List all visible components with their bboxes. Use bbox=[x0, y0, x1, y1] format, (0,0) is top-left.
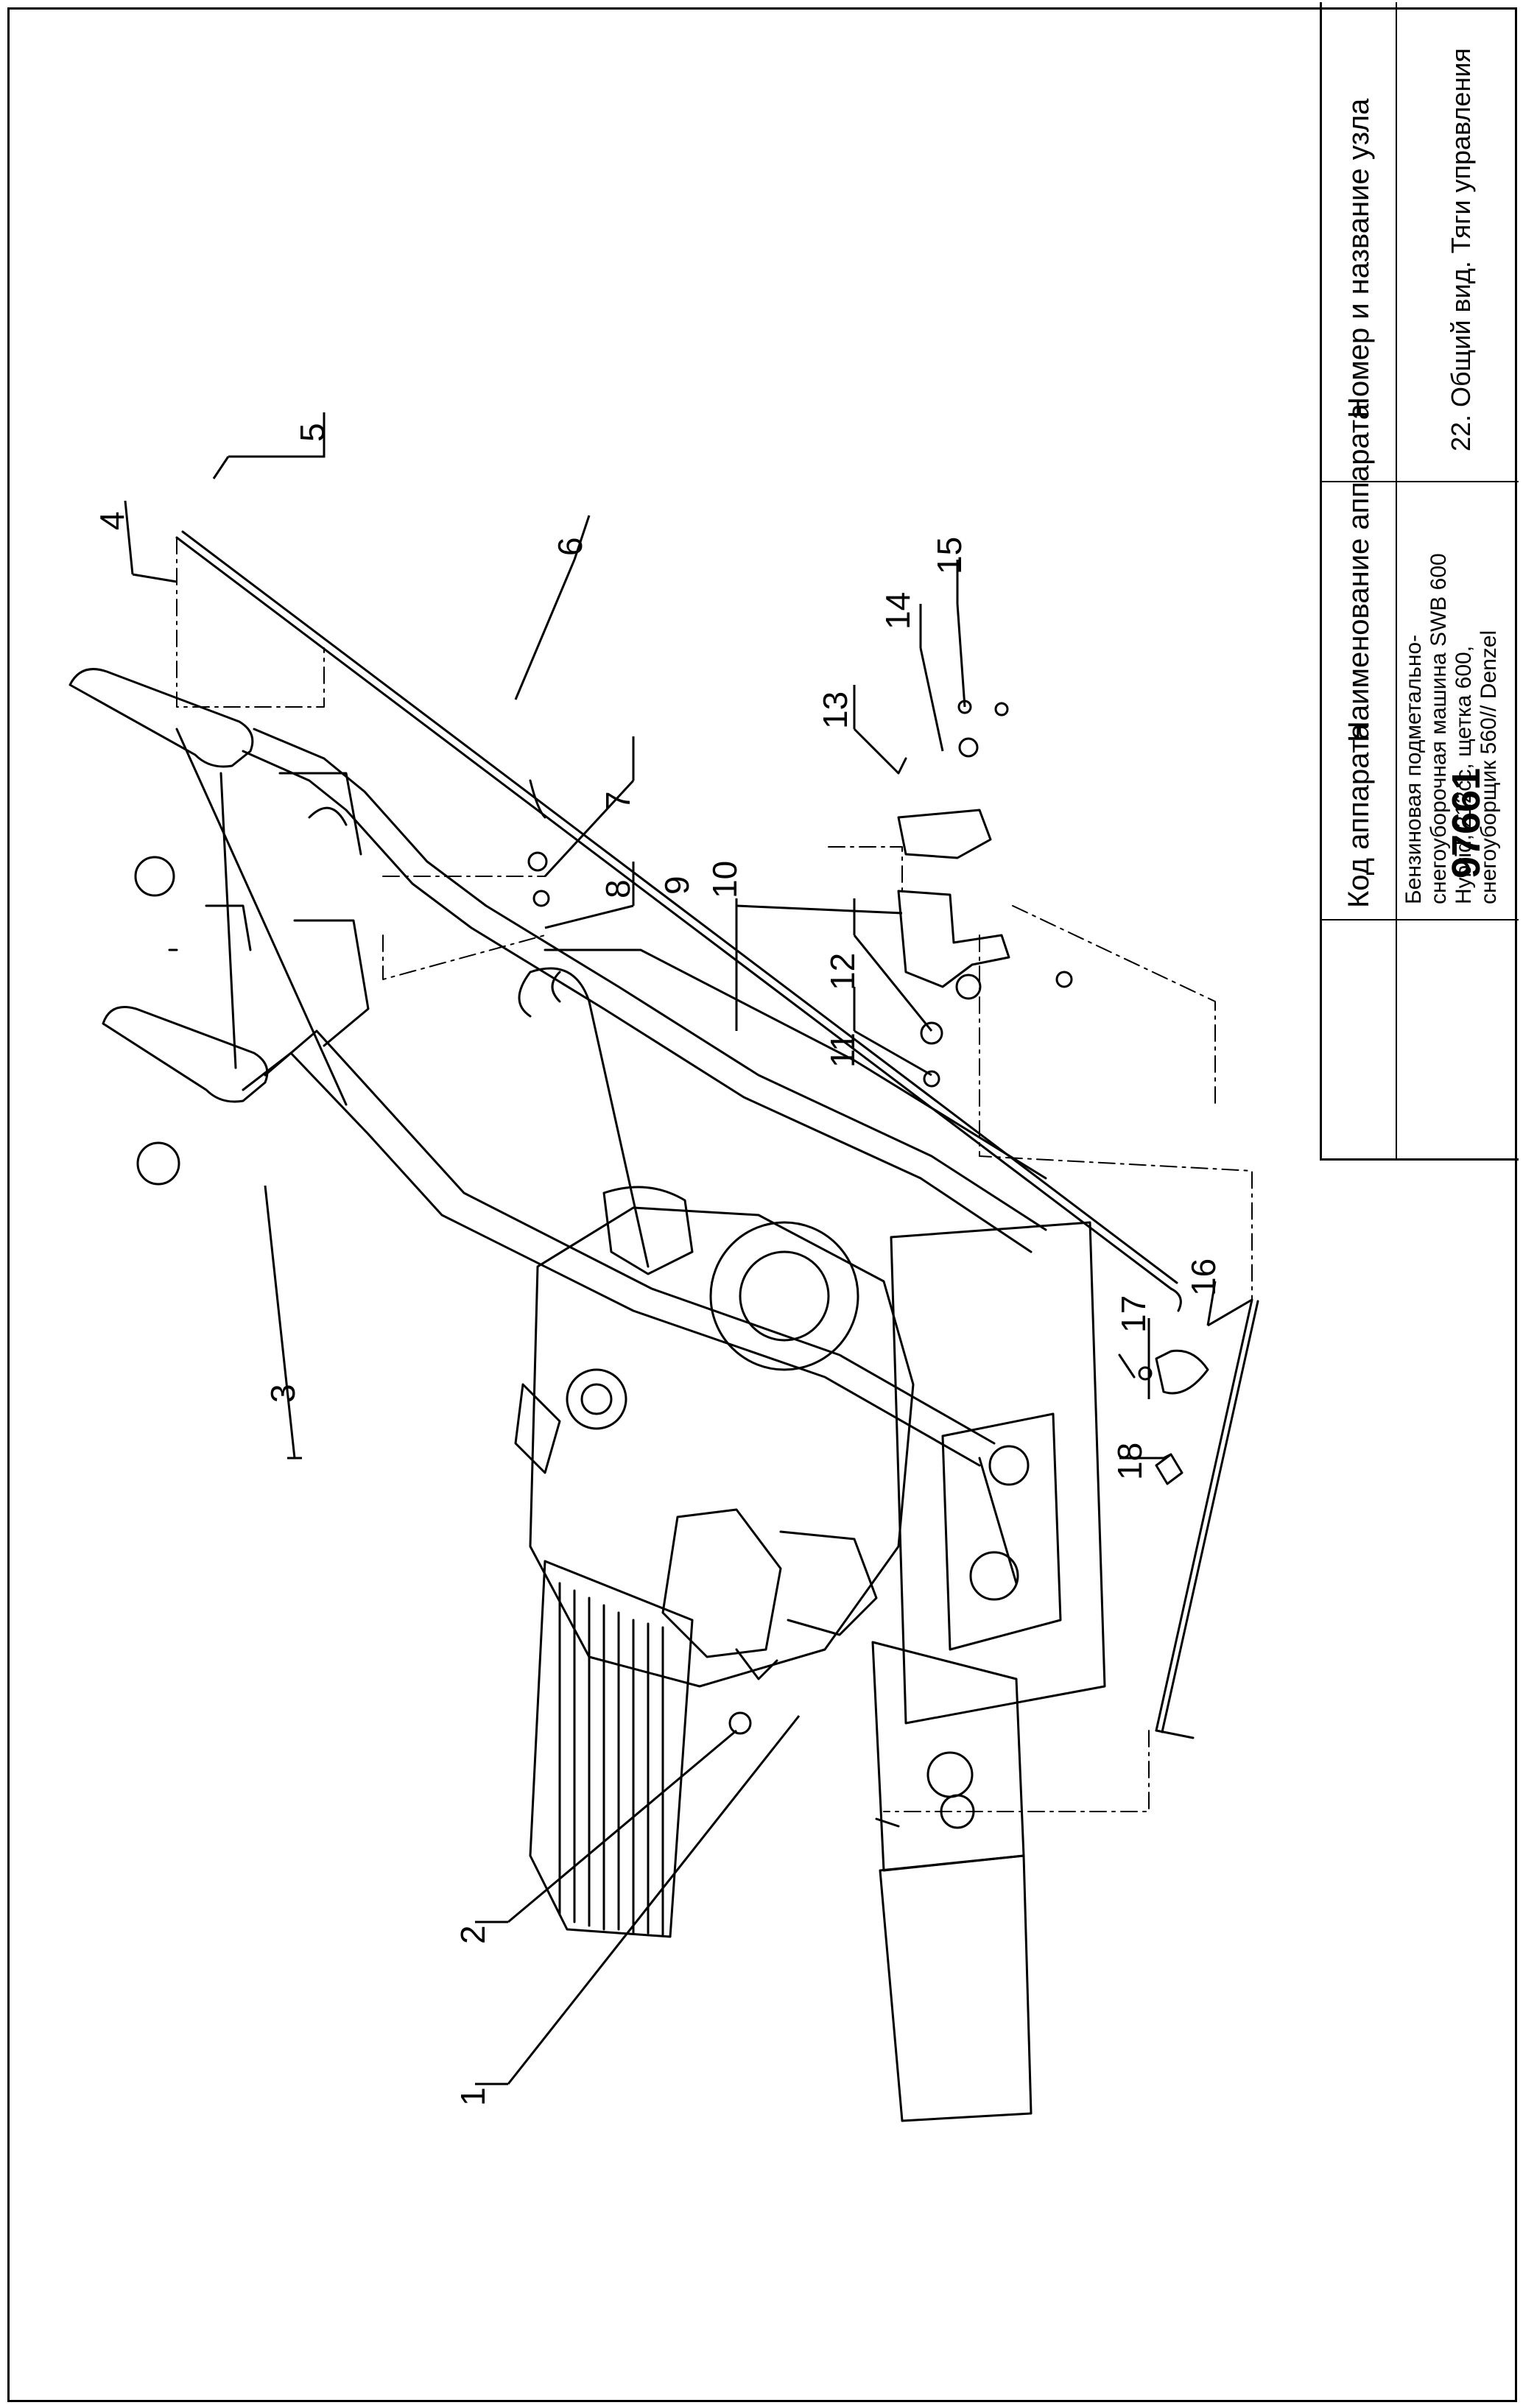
callout-5: 5 bbox=[293, 423, 331, 442]
handle-bar bbox=[68, 668, 1047, 1467]
callout-labels: 1 2 3 4 5 6 7 8 9 10 11 12 13 14 15 16 1… bbox=[93, 423, 1223, 2106]
node-name: 22. Общий вид. Тяги управления bbox=[1446, 48, 1476, 451]
callout-2: 2 bbox=[454, 1925, 492, 1944]
callout-4: 4 bbox=[93, 511, 131, 530]
callout-16: 16 bbox=[1184, 1258, 1223, 1296]
bracket-parts bbox=[168, 700, 1209, 1735]
row-separator bbox=[1322, 919, 1519, 920]
apparatus-name-line: Hybrid, 212cc, щетка 600, bbox=[1452, 645, 1476, 904]
apparatus-name-line: Бензиновая подметально- bbox=[1401, 634, 1426, 904]
callout-14: 14 bbox=[879, 592, 917, 630]
code-label: Код аппарата bbox=[1343, 723, 1375, 908]
callout-11: 11 bbox=[823, 1032, 862, 1068]
title-block-header-column bbox=[1322, 2, 1397, 1158]
drawing-frame bbox=[7, 7, 1517, 2402]
callout-8: 8 bbox=[599, 879, 637, 898]
callout-9: 9 bbox=[658, 876, 696, 895]
callout-12: 12 bbox=[823, 953, 862, 990]
apparatus-name-line: снегоуборщик 560// Denzel bbox=[1477, 630, 1501, 904]
assembly-lines bbox=[176, 537, 1253, 1812]
callout-17: 17 bbox=[1114, 1295, 1153, 1333]
callout-leaders bbox=[124, 412, 1253, 2085]
callout-15: 15 bbox=[930, 537, 968, 574]
gear-housing bbox=[871, 1221, 1106, 2122]
callout-1: 1 bbox=[454, 2087, 492, 2106]
control-rods bbox=[175, 530, 1259, 1739]
title-block: Код аппарата 97661 Наименование аппарата… bbox=[1320, 2, 1519, 1161]
callout-10: 10 bbox=[706, 861, 744, 898]
callout-18: 18 bbox=[1111, 1443, 1149, 1480]
callout-7: 7 bbox=[599, 791, 637, 810]
apparatus-name-line: снегоуборочная машина SWB 600 bbox=[1427, 553, 1451, 904]
row-separator bbox=[1322, 481, 1519, 482]
node-label: Номер и название узла bbox=[1343, 98, 1375, 418]
apparatus-name: Бензиновая подметально- снегоуборочная м… bbox=[1401, 492, 1502, 904]
engine bbox=[514, 1186, 915, 1688]
name-label: Наименование аппарата bbox=[1343, 404, 1375, 742]
brush-unit bbox=[529, 1560, 694, 1938]
callout-3: 3 bbox=[264, 1384, 302, 1403]
callout-6: 6 bbox=[551, 537, 589, 556]
callout-13: 13 bbox=[816, 691, 854, 729]
